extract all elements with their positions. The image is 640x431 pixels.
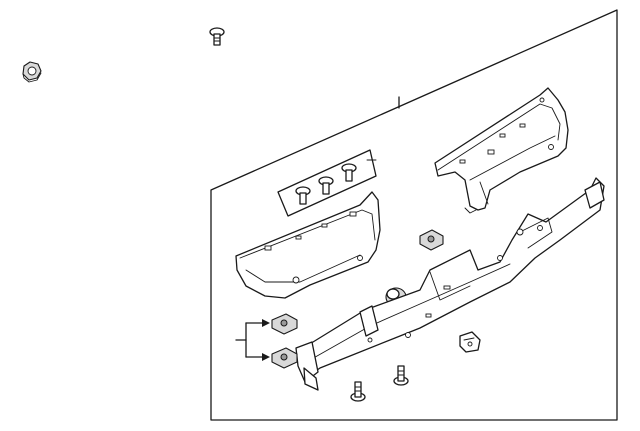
hex-nut-icon <box>22 61 42 83</box>
bumper-end-cap-icon <box>235 191 381 299</box>
bolt-icon <box>350 381 366 402</box>
bolt-icon <box>295 186 311 205</box>
cage-nut-icon <box>271 313 298 335</box>
panel-outline <box>210 9 618 421</box>
leader-bracket <box>235 319 270 361</box>
bolt-icon <box>393 365 409 386</box>
bumper-end-cap-icon <box>434 87 569 214</box>
bolt-group <box>277 149 377 217</box>
clip-icon <box>459 331 481 353</box>
bolt-icon <box>209 27 225 46</box>
cage-nut-icon <box>271 347 298 369</box>
bolt-icon <box>341 163 357 182</box>
frame-bracket-icon <box>295 177 605 391</box>
bolt-icon <box>318 176 334 195</box>
cage-nut-icon <box>419 229 444 251</box>
